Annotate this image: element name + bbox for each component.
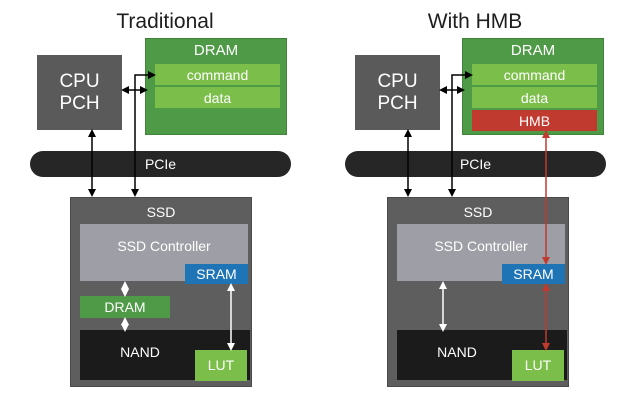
traditional-dram-title: DRAM [193, 42, 239, 59]
hmb-cpu-label: CPU [377, 70, 418, 92]
hmb-cpu-pch-box: CPU PCH [355, 55, 440, 130]
hmb-pcie-bus: PCIe [345, 151, 606, 177]
traditional-title: Traditional [116, 10, 214, 33]
hmb-title: With HMB [427, 10, 523, 33]
traditional-sram: SRAM [185, 264, 248, 284]
traditional-pch-label: PCH [59, 92, 100, 114]
traditional-dram-command: command [155, 64, 280, 85]
traditional-dram-box: DRAM [145, 38, 287, 135]
traditional-ssd-controller: SSD Controller [80, 224, 248, 281]
hmb-lut: LUT [512, 350, 564, 381]
traditional-lut: LUT [195, 350, 247, 381]
traditional-ssd-dram: DRAM [80, 296, 170, 318]
hmb-dram-command: command [472, 64, 597, 85]
traditional-dram-data: data [155, 87, 280, 108]
hmb-dram-hmb: HMB [472, 110, 597, 131]
hmb-pch-label: PCH [377, 92, 418, 114]
traditional-ssd-title: SSD [146, 204, 176, 220]
traditional-cpu-pch-box: CPU PCH [37, 55, 122, 130]
hmb-sram: SRAM [502, 264, 565, 284]
hmb-dram-ssd-arrow [448, 71, 473, 197]
hmb-dram-title: DRAM [510, 42, 556, 59]
hmb-ssd-title: SSD [463, 204, 493, 220]
hmb-ssd-controller: SSD Controller [397, 224, 565, 281]
traditional-dram-ssd-arrow [131, 71, 156, 197]
hmb-dram-data: data [472, 87, 597, 108]
traditional-cpu-label: CPU [59, 70, 100, 92]
